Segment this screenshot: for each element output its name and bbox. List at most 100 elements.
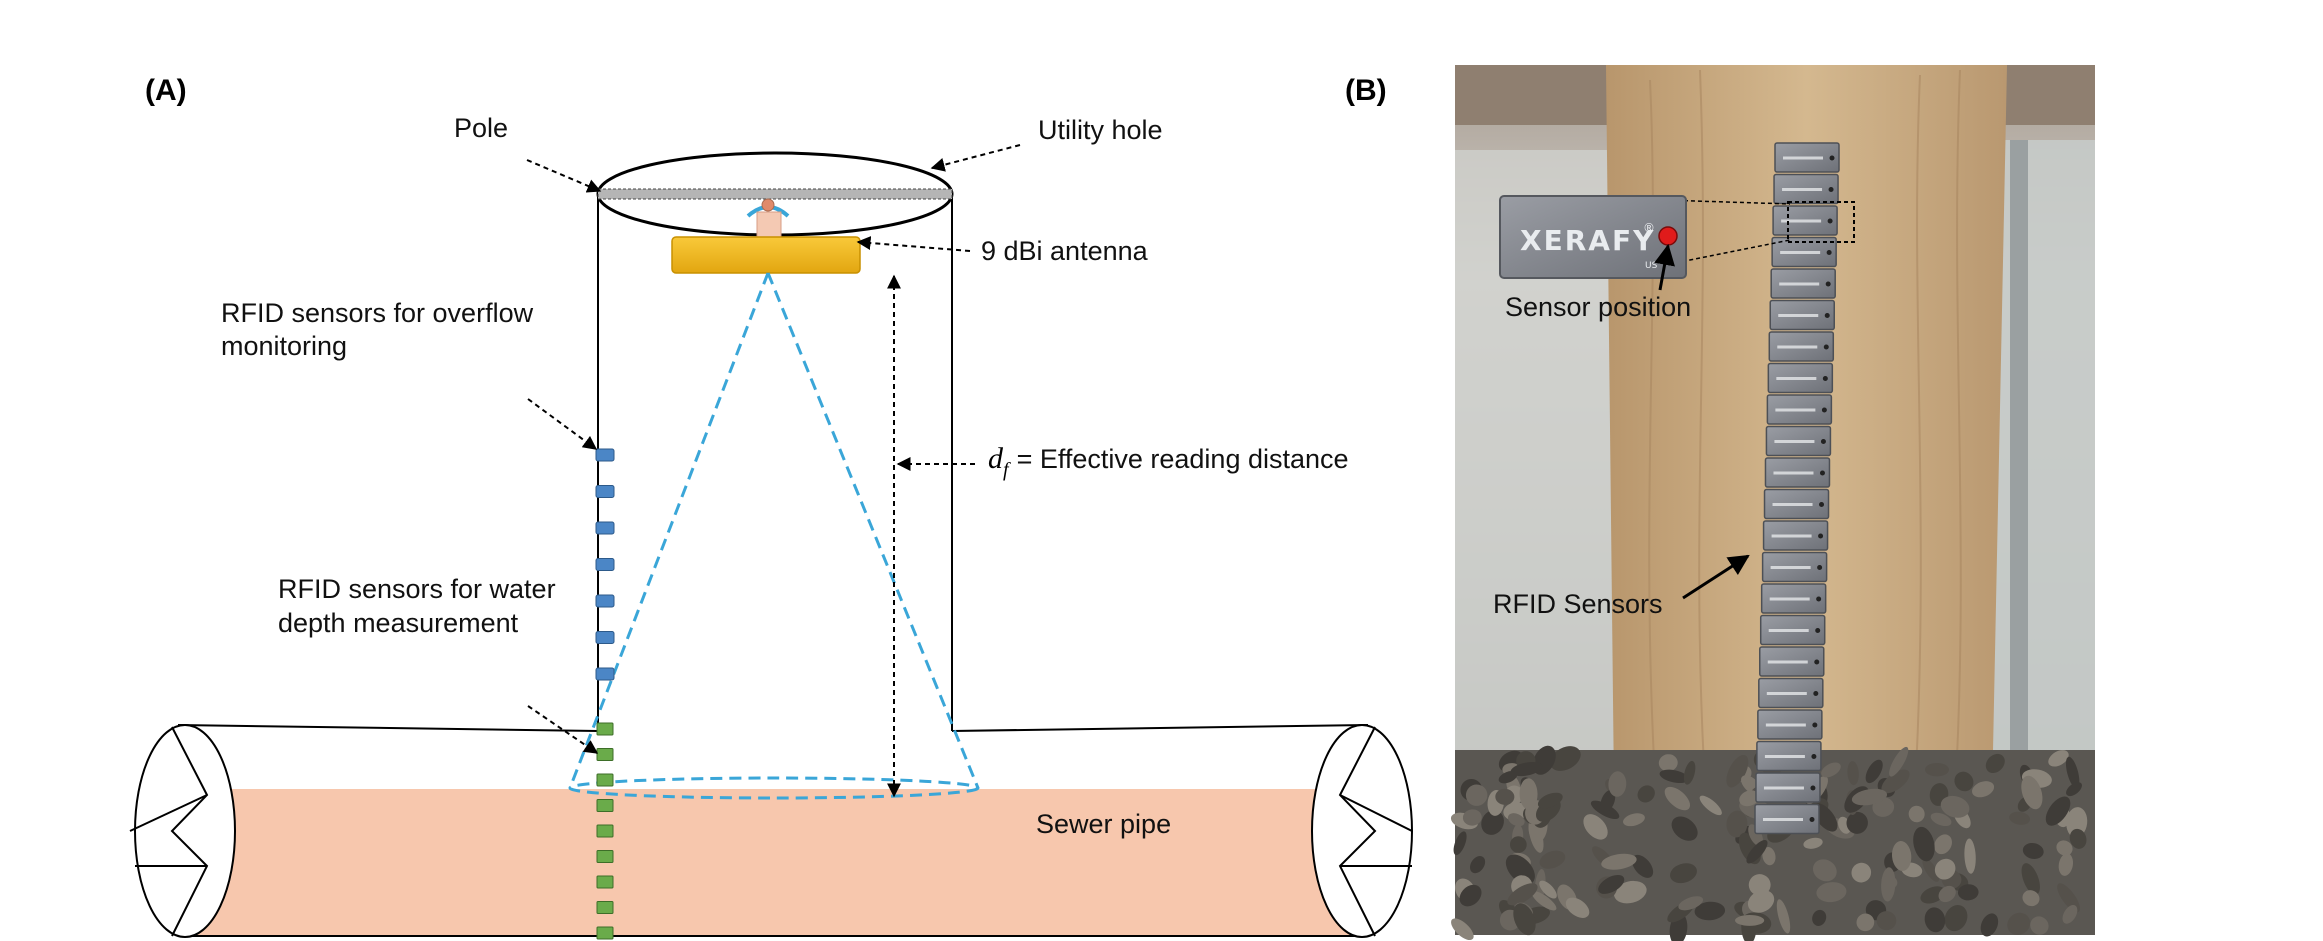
pebble (1957, 884, 1979, 901)
depth-sensor (596, 824, 614, 838)
pebble (1938, 885, 1956, 903)
panel-a: (A) Sewer pipe (129, 74, 1413, 940)
rfid-tag-dot (1821, 407, 1827, 413)
beam-footprint (568, 776, 980, 800)
rfid-tag (1767, 362, 1834, 394)
pebble (2069, 828, 2087, 849)
pebble (2062, 904, 2078, 924)
zoom-line-bottom (1599, 239, 1791, 279)
rfid-tag-strip (1754, 142, 1840, 835)
gravel-bed (1450, 745, 2095, 941)
water-fill (178, 789, 1368, 936)
pebble (1746, 839, 1768, 864)
pebble (1985, 753, 2005, 774)
panel-b-letter: (B) (1345, 74, 1387, 107)
pebble (1671, 816, 1698, 841)
pebble (1747, 890, 1775, 913)
rfid-tag (1755, 772, 1821, 803)
pebble (2030, 916, 2049, 935)
pipe-left-end (134, 724, 236, 938)
rfid-tag-dot (1828, 187, 1834, 192)
antenna-leader (856, 236, 971, 252)
antenna-bracket (756, 211, 782, 238)
pole-bar (597, 188, 953, 200)
rfid-tag-dot (1817, 565, 1823, 570)
pebble (1623, 813, 1645, 827)
grain-4 (1954, 69, 1962, 796)
pebble (1964, 838, 1976, 874)
pebble (1632, 854, 1654, 878)
panel-a-letter: (A) (145, 74, 187, 107)
pebble (1694, 901, 1726, 921)
rfid-tag-dot (1826, 250, 1832, 255)
pebble (1637, 785, 1655, 803)
pebble (1583, 814, 1608, 840)
rfid-tag-dot (1824, 313, 1830, 318)
pebble (1924, 907, 1946, 933)
pebble (1851, 862, 1872, 883)
rfid-tag (1756, 740, 1822, 772)
pebble (1865, 759, 1883, 784)
rfid-tag-dot (1827, 218, 1833, 224)
distance-text: = Effective reading distance (1017, 444, 1349, 474)
rfid-tag (1760, 583, 1827, 614)
photo-frame-right (2010, 140, 2028, 780)
pebble (1465, 784, 1488, 806)
pebble (1934, 834, 1952, 855)
pipe-left-flap (170, 726, 209, 937)
pipe-right-end (1311, 724, 1413, 938)
pebble (1510, 762, 1543, 777)
rfid-tag (1763, 488, 1830, 520)
rfid-tag-dot (1814, 659, 1820, 665)
pebble (1509, 836, 1527, 853)
overflow-leader (527, 398, 598, 450)
pebble (1664, 786, 1691, 811)
pebble (1954, 771, 1974, 792)
pebble (2066, 807, 2088, 838)
brand-sub: US (1645, 261, 1658, 271)
overflow-sensor (595, 521, 615, 535)
pebble (1549, 746, 1581, 771)
beam-left (568, 272, 770, 789)
rfid-tag (1764, 457, 1831, 488)
pebble (1498, 771, 1518, 784)
utility-hole-leader (930, 144, 1021, 172)
rfid-tag-dot (1819, 502, 1825, 507)
rfid-tag-dot (1812, 722, 1818, 728)
pipe-right-flap (1338, 726, 1377, 937)
pebble (1812, 909, 1827, 926)
pebble (1940, 795, 1970, 818)
pole-label: Pole (454, 113, 508, 143)
depth-sensor (596, 875, 614, 889)
pebble (1598, 874, 1625, 894)
rfid-tag-dot (1811, 754, 1817, 759)
pebble (1470, 855, 1486, 874)
rfid-tag-dot (1825, 281, 1831, 287)
pebble (1505, 854, 1535, 885)
pebble (1507, 883, 1538, 906)
depth-label-line2: depth measurement (278, 608, 519, 638)
rfid-tag-dot (1818, 533, 1824, 539)
pebble (1803, 837, 1823, 849)
depth-sensor (596, 926, 614, 940)
depth-sensor (596, 722, 614, 736)
overflow-sensor-column (595, 448, 615, 681)
pebble (1459, 884, 1482, 907)
pebble (2022, 890, 2040, 907)
rfid-tag-dot (1829, 155, 1835, 161)
overflow-sensor (595, 631, 615, 644)
rfid-tag-dot (1822, 376, 1828, 381)
pebble (2066, 782, 2082, 797)
rfid-tag (1758, 677, 1824, 709)
sensor-position-label: Sensor position (1505, 292, 1691, 322)
pebble (2057, 883, 2080, 913)
pebble (1748, 824, 1764, 847)
pebble (1847, 761, 1859, 786)
pipe-right-flap-line (1339, 794, 1413, 832)
pebble (1451, 918, 1474, 941)
zoomed-tag-body (1499, 195, 1687, 279)
pebble (1735, 914, 1765, 926)
zoom-box (1787, 201, 1855, 243)
antenna-label: 9 dBi antenna (981, 236, 1149, 266)
